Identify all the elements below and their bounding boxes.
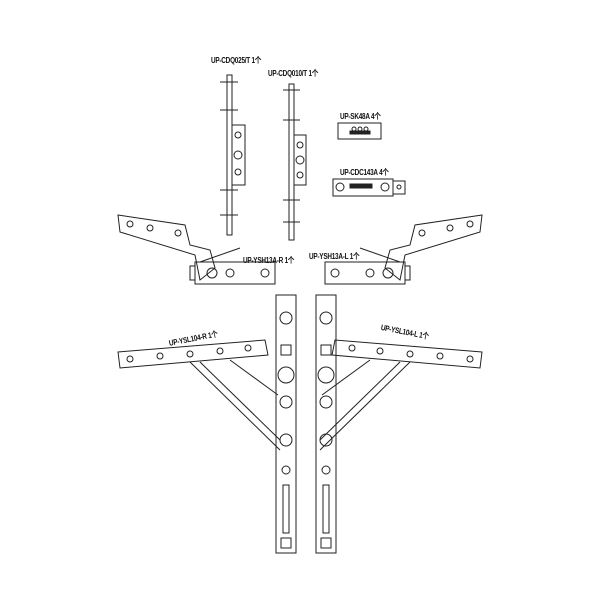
label-cdq010: UP-CDQ010/T 1个 <box>268 68 318 79</box>
keeper-cdc143a <box>332 178 406 197</box>
part-qty: 1个 <box>284 256 295 265</box>
part-qty: 1个 <box>207 329 219 341</box>
lock-bar-cdq025 <box>220 74 246 236</box>
part-code: UP-YSH13A-R <box>243 256 284 265</box>
lock-bar-cdq010 <box>283 83 307 241</box>
label-cdc143a: UP-CDC143A 4个 <box>340 167 389 178</box>
part-qty: 1个 <box>251 56 262 65</box>
label-sk48a: UP-SK48A 4个 <box>340 111 381 122</box>
keeper-sk48a <box>337 122 382 140</box>
hinge-ysh13a-r <box>117 214 276 285</box>
part-code: UP-SK48A <box>340 112 370 121</box>
part-code: UP-CDC143A <box>340 168 378 177</box>
part-qty: 1个 <box>418 330 430 342</box>
part-code: UP-CDQ010/T <box>268 69 307 78</box>
label-ysh13a-l: UP-YSH13A-L 1个 <box>309 251 359 262</box>
part-code: UP-CDQ025/T <box>211 56 250 65</box>
part-qty: 4个 <box>379 168 389 177</box>
label-ysh13a-r: UP-YSH13A-R 1个 <box>243 255 294 266</box>
part-code: UP-YSH13A-L <box>309 252 349 261</box>
part-qty: 1个 <box>308 69 319 78</box>
part-qty: 1个 <box>349 252 360 261</box>
part-qty: 4个 <box>371 112 381 121</box>
label-cdq025: UP-CDQ025/T 1个 <box>211 55 261 66</box>
stay-ysl104-l <box>315 294 483 554</box>
hinge-ysh13a-l <box>324 214 483 285</box>
stay-ysl104-r <box>117 294 297 554</box>
